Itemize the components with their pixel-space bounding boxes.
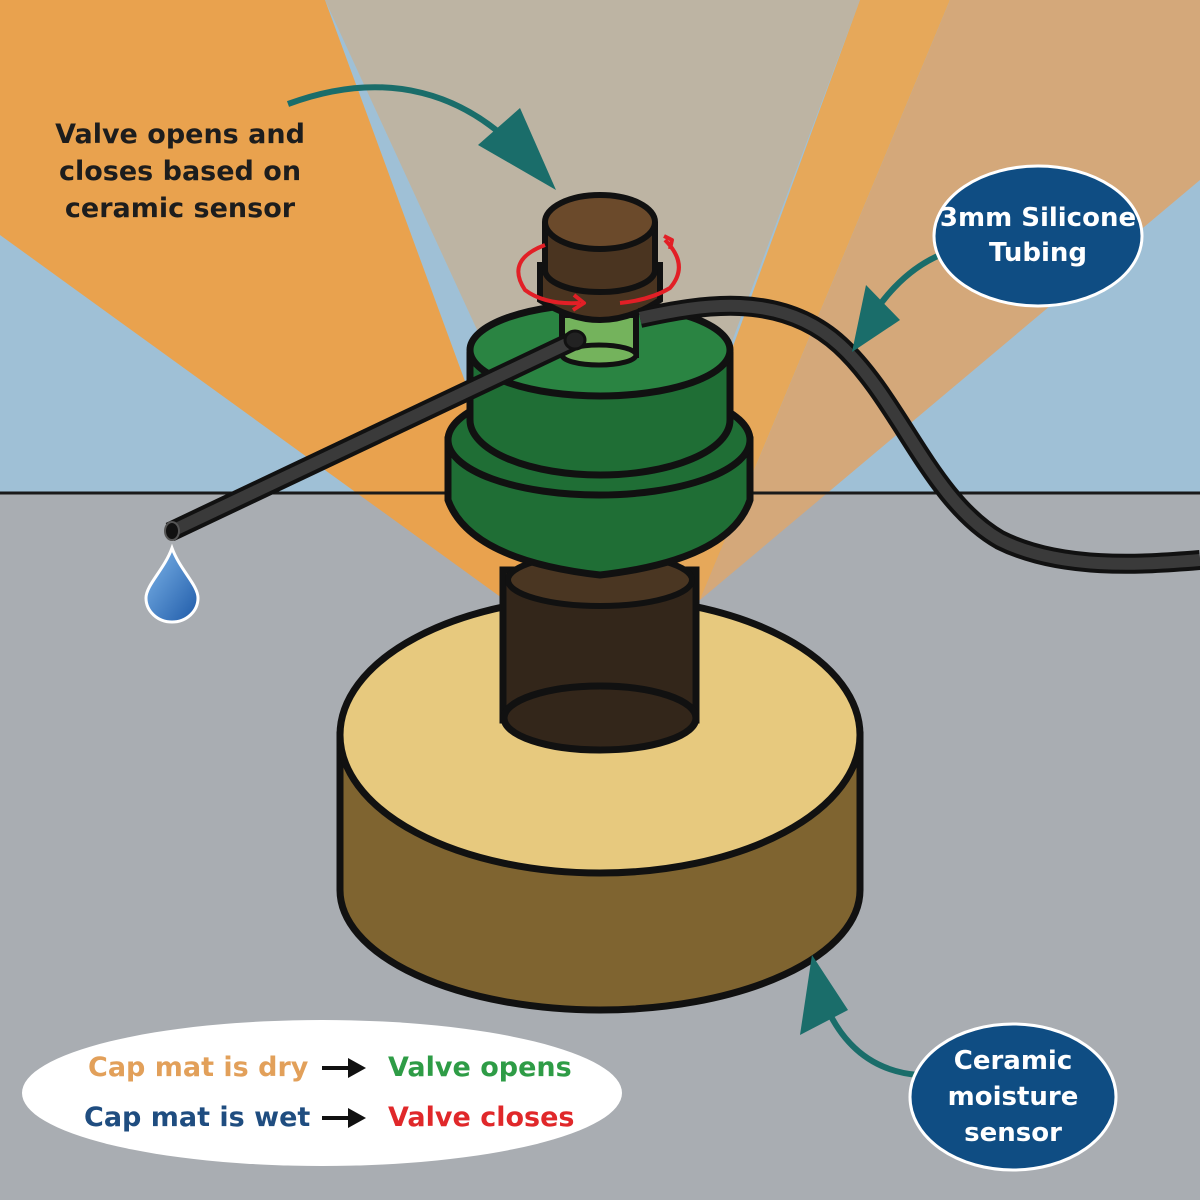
valve-lower-stem-bottom: [500, 682, 700, 754]
legend-backdrop: [22, 1020, 622, 1166]
valve-cap-top: [542, 192, 658, 252]
sensor-label-line: Ceramic: [953, 1046, 1073, 1076]
legend-dry-condition: Cap mat is dry: [88, 1052, 309, 1083]
tubing-label: 3mm Silicone Tubing: [934, 166, 1142, 306]
right-arrow-icon: [322, 1108, 366, 1128]
valve-callout: Valve opens and closes based on ceramic …: [30, 116, 330, 227]
rotation-arrows-icon: [516, 234, 681, 312]
valve-pointer-arrowhead: [478, 108, 556, 190]
tubing-label-line: 3mm Silicone: [939, 203, 1137, 233]
water-drop-icon: [144, 543, 200, 624]
legend-wet-condition: Cap mat is wet: [84, 1102, 311, 1133]
sensor-pointer-arrowhead: [800, 955, 848, 1035]
sensor-label-line: sensor: [964, 1118, 1062, 1148]
tubing-pointer-arrowhead: [852, 285, 900, 352]
silicone-tubing-supply-core: [638, 299, 1200, 570]
sensor-label: Ceramic moisture sensor: [910, 1024, 1116, 1170]
ray-right-tan: [700, 0, 1200, 600]
tubing-outlet: [164, 521, 180, 541]
ray-left-orange: [0, 0, 560, 640]
valve-callout-line: ceramic sensor: [64, 193, 296, 224]
legend-wet-result: Valve closes: [388, 1102, 575, 1133]
legend-dry-result: Valve opens: [388, 1052, 572, 1083]
silicone-tubing-drip-core: [169, 334, 578, 537]
valve-callout-line: closes based on: [58, 156, 302, 187]
tubing-label-line: Tubing: [988, 238, 1088, 268]
tubing-bubble: [932, 164, 1144, 308]
tubing-inlet: [563, 329, 587, 351]
sensor-label-line: moisture: [947, 1082, 1079, 1112]
right-arrow-icon: [322, 1058, 366, 1078]
sensor-bubble: [908, 1022, 1118, 1172]
valve-callout-line: Valve opens and: [55, 119, 305, 150]
